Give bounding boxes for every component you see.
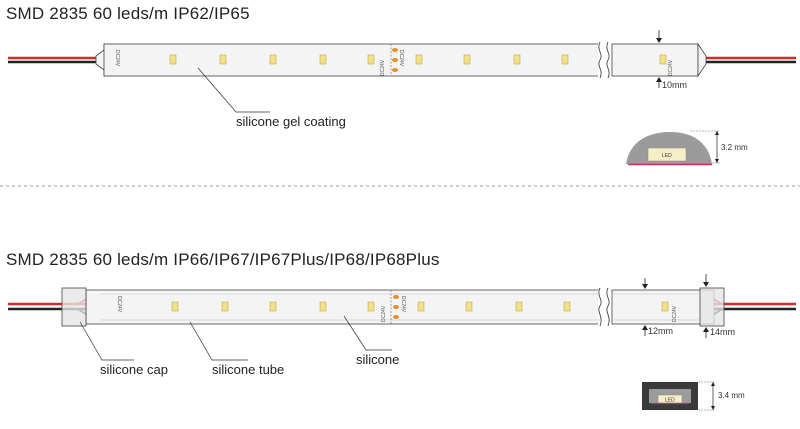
strip1-voltage-mark-2: DC24V <box>380 59 386 76</box>
led <box>269 301 277 312</box>
strip2-cap-width-label: 14mm <box>710 327 736 337</box>
strip1-section-led-label: LED <box>662 153 672 159</box>
strip2-tube-leader <box>189 321 248 361</box>
strip1-coating-leader <box>197 67 270 113</box>
strip2-voltage-mark-1: DC24V <box>116 296 122 313</box>
strip2-left-cap <box>61 287 87 327</box>
led <box>169 54 177 65</box>
strip1-break-mark <box>598 41 610 79</box>
strip1-voltage-mark-1: DC24V <box>114 50 120 67</box>
strip1-cross-section <box>626 130 720 166</box>
strip1-voltage-mark-3: DC24V <box>398 50 404 67</box>
led <box>563 301 571 312</box>
strip2-cut-pads <box>393 295 399 319</box>
led <box>319 301 327 312</box>
led <box>463 54 471 65</box>
led <box>171 301 179 312</box>
strip1-body-a <box>103 43 601 77</box>
strip1-leds <box>169 54 667 65</box>
strip2-section-height-label: 3.4 mm <box>718 391 745 400</box>
strip1-drawing: DC24V DC24V DC24V DC24V <box>8 30 796 166</box>
led <box>513 54 521 65</box>
strip1-body-b <box>611 43 699 77</box>
strip1-cut-pads <box>392 48 398 72</box>
led <box>515 301 523 312</box>
silicone-gel-coating-label: silicone gel coating <box>236 114 346 129</box>
strip2-cap-leader <box>79 321 134 361</box>
led <box>561 54 569 65</box>
strip2-voltage-mark-4: DC24V <box>672 305 678 322</box>
strip1-title: SMD 2835 60 leds/m IP62/IP65 <box>6 4 250 23</box>
strip1-right-end <box>697 42 707 78</box>
strip2-right-cap <box>699 287 725 327</box>
strip2-voltage-mark-3: DC24V <box>400 296 406 313</box>
led <box>659 54 667 65</box>
led <box>221 301 229 312</box>
strip1-width-label: 10mm <box>662 80 688 90</box>
strip1-voltage-mark-4: DC24V <box>668 59 674 76</box>
silicone-label: silicone <box>356 352 400 367</box>
strip1-section-height-label: 3.2 mm <box>721 143 748 152</box>
led <box>269 54 277 65</box>
led <box>417 301 425 312</box>
led <box>319 54 327 65</box>
led <box>661 301 669 312</box>
strip2-silicone-leader <box>343 315 392 351</box>
strip2-voltage-mark-2: DC24V <box>381 305 387 322</box>
strip2-leds <box>171 301 669 312</box>
strip2-body-a <box>85 289 601 325</box>
led <box>465 301 473 312</box>
led <box>367 301 375 312</box>
led <box>367 54 375 65</box>
led <box>415 54 423 65</box>
strip2-section-led-label: LED <box>665 398 675 404</box>
strip2-drawing: DC24V DC24V DC24V DC24V <box>8 274 796 411</box>
strip2-width-label: 12mm <box>648 326 674 336</box>
led <box>219 54 227 65</box>
strip2-cross-section <box>642 381 716 411</box>
silicone-tube-label: silicone tube <box>212 362 285 377</box>
silicone-cap-label: silicone cap <box>100 362 168 377</box>
strip2-title: SMD 2835 60 leds/m IP66/IP67/IP67Plus/IP… <box>6 250 440 269</box>
